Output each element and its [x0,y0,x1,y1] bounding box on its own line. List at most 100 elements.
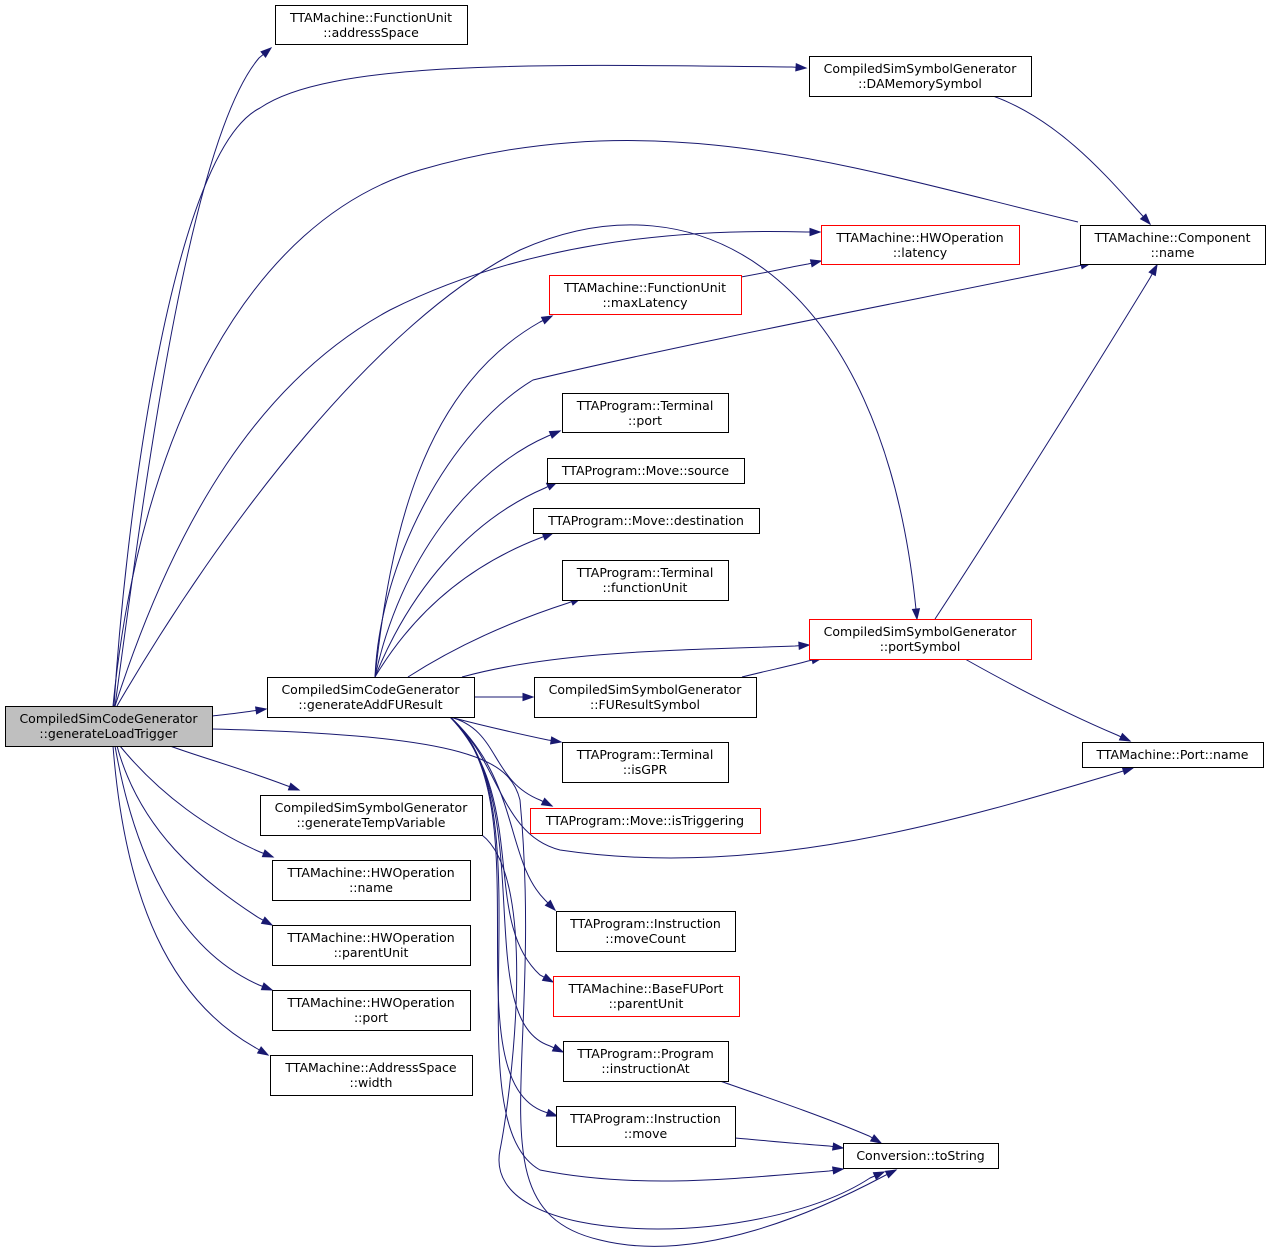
edge-tempvar-to-tostr [481,834,886,1230]
node-label-line1: CompiledSimSymbolGenerator [275,800,469,815]
node-box [556,911,736,952]
node-t_gpr[interactable]: TTAProgram::Terminal::isGPR [562,742,729,783]
edge-portsym-to-comp [934,263,1158,620]
arrow-head-icon [795,63,808,72]
arrow-head-icon [540,797,554,807]
edge-line [449,716,556,911]
node-i_move[interactable]: TTAProgram::Instruction::move [556,1106,736,1147]
node-portsym[interactable]: CompiledSimSymbolGenerator::portSymbol [809,619,1032,660]
arrow-head-icon [809,227,822,237]
node-label-line1: TTAMachine::Component [1094,230,1251,245]
node-label-line2: ::generateAddFUResult [298,697,442,712]
edge-line [934,264,1158,620]
edge-line [449,716,562,743]
node-label-line1: TTAProgram::Move::source [561,463,730,478]
node-box [562,560,729,601]
node-m_src[interactable]: TTAProgram::Move::source [547,458,745,484]
edge-addfu-to-i_move [449,716,559,1117]
node-comp[interactable]: TTAMachine::Component::name [1080,225,1266,265]
node-label-line1: CompiledSimSymbolGenerator [549,682,743,697]
node-addfu[interactable]: CompiledSimCodeGenerator::generateAddFUR… [267,677,475,718]
node-as_w[interactable]: TTAMachine::AddressSpace::width [270,1055,473,1096]
edge-i_move-to-tostr [734,1137,845,1151]
node-label-line2: ::name [1151,245,1195,260]
node-label-line2: ::parentUnit [609,996,684,1011]
edge-line [964,658,1131,742]
node-label-line1: TTAProgram::Terminal [576,565,714,580]
node-hw_pu[interactable]: TTAMachine::HWOperation::parentUnit [272,925,471,966]
arrow-head-icon [544,899,557,912]
edge-line [114,47,272,707]
arrow-head-icon [256,1046,270,1056]
node-hw_lat[interactable]: TTAMachine::HWOperation::latency [821,225,1020,265]
node-i_mc[interactable]: TTAProgram::Instruction::moveCount [556,911,736,952]
arrow-head-icon [260,47,273,58]
edge-line [734,1137,844,1149]
node-label-line2: ::functionUnit [603,580,688,595]
node-portname[interactable]: TTAMachine::Port::name [1082,742,1264,768]
node-m_dst[interactable]: TTAProgram::Move::destination [533,508,760,534]
node-box [1080,225,1266,265]
arrow-head-icon [287,782,301,791]
arrow-head-icon [809,259,823,268]
edge-line [449,716,844,1182]
edge-addfu-to-portname [449,716,1135,859]
edge-line [740,260,822,278]
arrow-head-icon [1121,767,1135,776]
node-tostr[interactable]: Conversion::toString [843,1143,999,1169]
edge-line [119,745,274,858]
node-box [534,677,757,718]
node-label-line1: TTAProgram::Move::isTriggering [545,813,744,828]
node-label-line2: ::latency [893,245,948,260]
edge-root-to-tempvar [169,745,301,791]
edge-root-to-fu_as [114,47,273,707]
node-t_port[interactable]: TTAProgram::Terminal::port [562,393,729,433]
node-box [272,860,471,901]
node-label-line1: TTAMachine::BaseFUPort [568,981,724,996]
node-box [563,1041,729,1082]
edge-line [114,230,820,707]
node-furesym[interactable]: CompiledSimSymbolGenerator::FUResultSymb… [534,677,757,718]
node-box [547,458,745,484]
node-box [533,508,760,534]
arrow-head-icon [1139,213,1152,226]
node-fu_as[interactable]: TTAMachine::FunctionUnit::addressSpace [275,5,468,45]
node-label-line2: ::port [354,1010,388,1025]
node-bfu_pu[interactable]: TTAMachine::BaseFUPort::parentUnit [553,976,740,1017]
edges [112,47,1158,1247]
edge-addfu-to-portsym [461,641,811,678]
node-label-line2: ::addressSpace [323,25,419,40]
node-box [275,5,468,45]
edge-line [481,834,885,1230]
arrow-head-icon [522,692,535,702]
node-box [553,976,740,1017]
node-label-line1: TTAMachine::Port::name [1095,747,1248,762]
edge-line [461,644,810,678]
node-fu_max[interactable]: TTAMachine::FunctionUnit::maxLatency [549,275,742,315]
node-box [549,275,742,315]
node-box [267,677,475,718]
node-damem[interactable]: CompiledSimSymbolGenerator::DAMemorySymb… [809,56,1032,97]
edge-line [169,745,300,791]
edge-line [114,745,273,991]
node-tempvar[interactable]: CompiledSimSymbolGenerator::generateTemp… [260,795,483,836]
edge-line [407,597,582,678]
edge-addfu-to-t_port [374,430,562,678]
node-m_trig[interactable]: TTAProgram::Move::isTriggering [530,808,761,834]
node-hw_port[interactable]: TTAMachine::HWOperation::port [272,990,471,1031]
edge-line [374,481,558,678]
edge-addfu-to-i_mc [449,716,557,912]
node-label-line1: TTAProgram::Program [576,1046,714,1061]
arrow-head-icon [832,1166,845,1175]
node-t_fu[interactable]: TTAProgram::Terminal::functionUnit [562,560,729,601]
node-p_ia[interactable]: TTAProgram::Program::instructionAt [563,1041,729,1082]
edge-p_ia-to-tostr [719,1080,883,1144]
edge-damem-to-comp [992,95,1152,226]
node-label-line1: TTAProgram::Move::destination [547,513,744,528]
edge-line [112,745,269,1056]
node-hw_name[interactable]: TTAMachine::HWOperation::name [272,860,471,901]
arrow-head-icon [1118,732,1132,742]
node-label-line2: ::maxLatency [602,295,688,310]
node-root[interactable]: CompiledSimCodeGenerator::generateLoadTr… [5,706,213,747]
node-box [530,808,761,834]
